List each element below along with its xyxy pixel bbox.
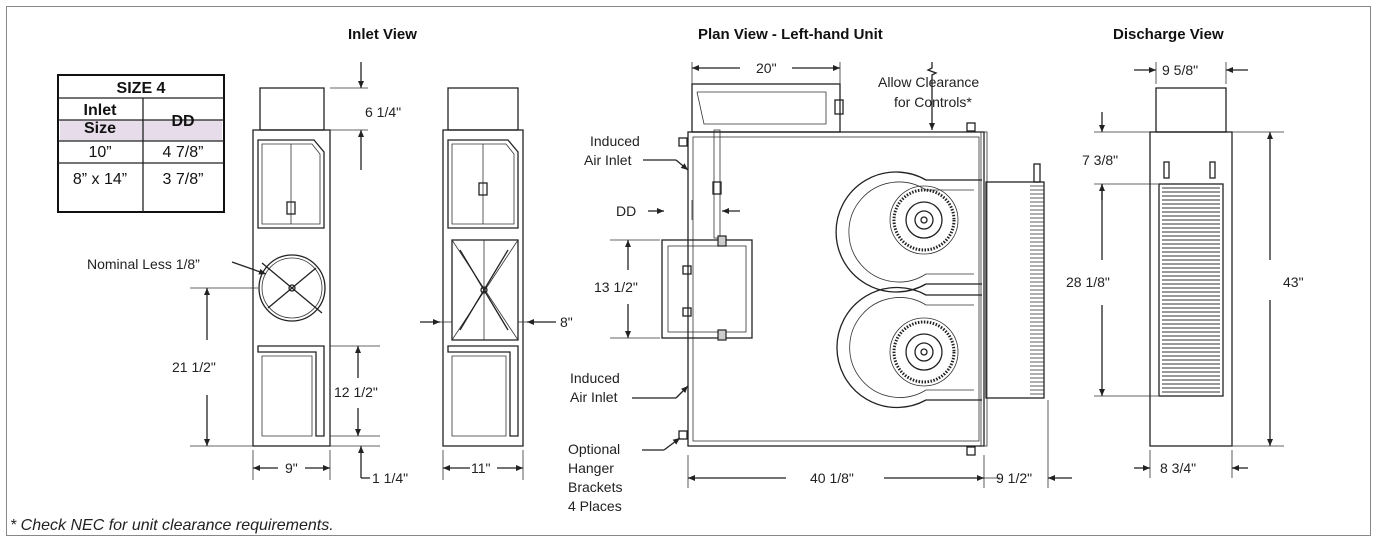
discharge-view-title: Discharge View	[1113, 26, 1224, 43]
dim-7-3-8: 7 3/8"	[1082, 152, 1118, 168]
dim-40-1-8: 40 1/8"	[810, 470, 854, 486]
inlet-unit-right	[436, 87, 532, 447]
size-table: SIZE 4 Inlet Size DD 10”	[57, 74, 225, 213]
hanger-label-1: Optional	[568, 441, 620, 457]
plan-view-unit	[661, 83, 1045, 456]
table-cell-inlet-row2: 8” x 14”	[73, 171, 127, 188]
clearance-label-2: for Controls*	[894, 94, 972, 110]
table-cell-inlet-row1: 10”	[88, 144, 111, 161]
inlet-unit-left	[252, 87, 331, 447]
dim-9: 9"	[285, 460, 298, 476]
dim-43: 43"	[1283, 274, 1304, 290]
clearance-label-1: Allow Clearance	[878, 74, 979, 90]
dim-13-1-2: 13 1/2"	[594, 279, 638, 295]
table-cell-dd-row2: 3 7/8”	[163, 171, 204, 188]
dim-9-1-2: 9 1/2"	[996, 470, 1032, 486]
induced-air-inlet-2-line1: Induced	[570, 370, 620, 386]
induced-air-inlet-1-line2: Air Inlet	[584, 152, 632, 168]
inlet-view-title: Inlet View	[348, 26, 417, 43]
discharge-unit	[1149, 87, 1233, 447]
highlight-row	[60, 120, 222, 141]
hanger-label-3: Brackets	[568, 479, 622, 495]
dim-28-1-8: 28 1/8"	[1066, 274, 1110, 290]
hanger-label-4: 4 Places	[568, 498, 622, 514]
dim-8: 8"	[560, 314, 573, 330]
dim-1-1-4: 1 1/4"	[372, 470, 408, 486]
drawing-frame	[6, 6, 1371, 536]
dim-11: 11"	[471, 460, 491, 476]
footnote: * Check NEC for unit clearance requireme…	[10, 517, 334, 534]
table-header-inlet-2: Size	[84, 120, 116, 137]
hanger-label-2: Hanger	[568, 460, 614, 476]
plan-grille	[1030, 185, 1044, 395]
discharge-grille	[1162, 187, 1220, 393]
dim-12-1-2: 12 1/2"	[334, 384, 378, 400]
dim-8-3-4: 8 3/4"	[1160, 460, 1196, 476]
dd-label: DD	[616, 203, 636, 219]
plan-view-title: Plan View - Left-hand Unit	[698, 26, 883, 43]
table-cell-dd-row1: 4 7/8”	[163, 144, 204, 161]
induced-air-inlet-2-line2: Air Inlet	[570, 389, 618, 405]
dim-20: 20"	[756, 60, 777, 76]
dim-21-1-2: 21 1/2"	[172, 359, 216, 375]
induced-air-inlet-1-line1: Induced	[590, 133, 640, 149]
nominal-label: Nominal Less 1/8”	[87, 256, 200, 272]
table-header-dd: DD	[171, 113, 194, 130]
table-header-inlet-1: Inlet	[84, 102, 118, 119]
dim-9-5-8: 9 5/8"	[1162, 62, 1198, 78]
dim-6-1-4: 6 1/4"	[365, 104, 401, 120]
table-title: SIZE 4	[117, 80, 166, 97]
